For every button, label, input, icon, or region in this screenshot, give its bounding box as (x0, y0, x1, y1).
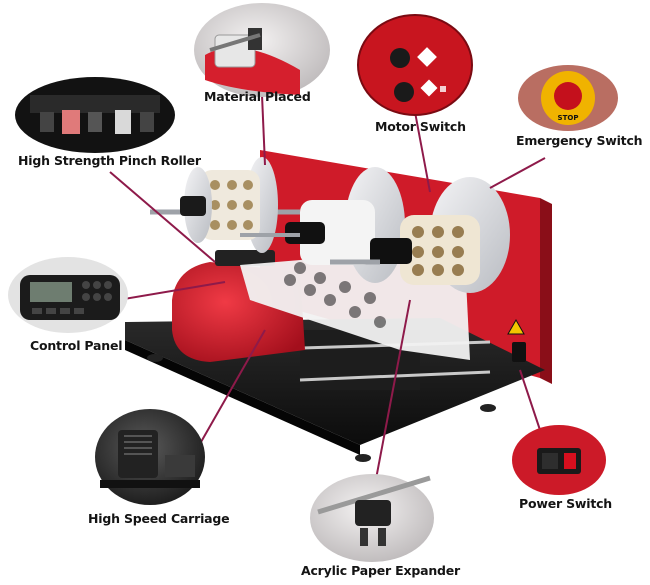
motor-switch-knob (394, 82, 414, 102)
label-paper-expander: Acrylic Paper Expander (301, 563, 461, 578)
inset-carriage (95, 409, 205, 505)
power-rocker (564, 453, 576, 469)
leader-control (117, 281, 226, 301)
leader-lines (109, 94, 546, 501)
label-power-switch: Power Switch (519, 496, 613, 511)
middle-chuck (285, 222, 325, 244)
foot (480, 404, 496, 412)
leader-material (261, 94, 266, 166)
leader-motor (414, 111, 431, 193)
machine-body (125, 150, 552, 462)
warning-sticker (507, 318, 525, 335)
rewind-stickers (412, 226, 464, 276)
inset-material-placed (194, 3, 330, 97)
side-power-socket (512, 342, 526, 362)
label-motor-switch: Motor Switch (375, 119, 466, 134)
leader-expander (371, 299, 411, 501)
inset-control-panel (8, 257, 128, 333)
inset-pinch-roller (15, 77, 175, 153)
roll-stickers (210, 180, 253, 230)
motor-switch-knob (390, 48, 410, 68)
label-emergency-switch: Emergency Switch (516, 133, 643, 148)
power-socket (542, 453, 558, 469)
inset-power-switch (512, 425, 606, 495)
inset-emergency-switch: STOP (518, 65, 618, 131)
leader-emergency (489, 157, 546, 189)
foot (355, 454, 371, 462)
middle-roll (300, 200, 375, 265)
leader-pinch (109, 171, 216, 263)
emergency-button (554, 82, 582, 110)
label-dots (284, 262, 386, 328)
cutter-top (215, 250, 275, 266)
foot (147, 354, 163, 362)
base-front (125, 340, 360, 455)
lcd-screen (30, 282, 72, 302)
rear-panel-side (540, 198, 552, 384)
inset-paper-expander (310, 474, 434, 562)
chuck (180, 196, 206, 216)
label-pinch-roller: High Strength Pinch Roller (18, 153, 201, 168)
emergency-ring-text: STOP (558, 114, 579, 122)
inset-motor-switch (357, 14, 473, 116)
label-carriage: High Speed Carriage (88, 511, 230, 526)
label-material-placed: Material Placed (204, 89, 311, 104)
rewind-chuck (370, 238, 412, 264)
label-control-panel: Control Panel (30, 338, 123, 353)
